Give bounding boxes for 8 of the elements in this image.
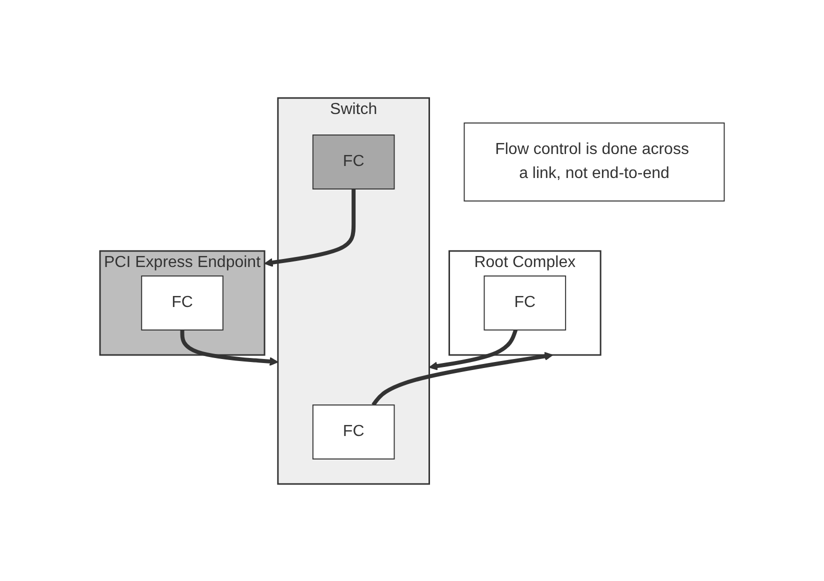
arrow bbox=[372, 351, 554, 406]
node-box: FC bbox=[312, 404, 395, 459]
node-box: Flow control is done across a link, not end-to-end bbox=[464, 122, 725, 201]
node-box: FC bbox=[140, 275, 224, 330]
arrow bbox=[264, 188, 356, 266]
node-box: FC bbox=[312, 134, 395, 189]
node-box: FC bbox=[484, 275, 566, 330]
arrow bbox=[428, 328, 518, 370]
